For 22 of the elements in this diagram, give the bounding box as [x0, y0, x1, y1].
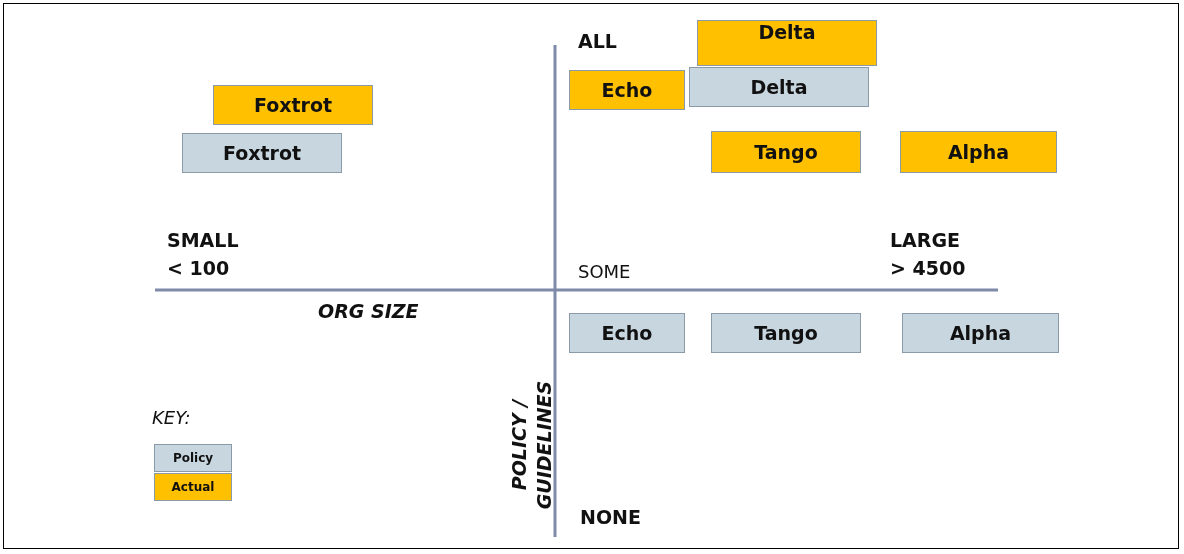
key-title: KEY:: [152, 407, 191, 428]
axis-end-label: ALL: [578, 30, 617, 52]
axis-end-label: SMALL: [167, 229, 239, 251]
policy-box: Echo: [569, 313, 685, 353]
policy-box: Delta: [689, 67, 869, 107]
axis-title: POLICY / GUIDELINES: [507, 379, 556, 512]
actual-box: Foxtrot: [213, 85, 373, 125]
axis-mid-label: SOME: [578, 261, 631, 282]
legend-swatch: Policy: [154, 444, 232, 472]
actual-box: Echo: [569, 70, 685, 110]
actual-box: Alpha: [900, 131, 1057, 173]
actual-box: Delta: [697, 20, 877, 66]
policy-box: Tango: [711, 313, 861, 353]
axis-title: ORG SIZE: [318, 300, 419, 322]
axis-end-label: NONE: [580, 506, 641, 528]
axis-end-label: > 4500: [890, 257, 966, 279]
axis-end-label: < 100: [167, 257, 230, 279]
policy-box: Foxtrot: [182, 133, 342, 173]
actual-box: Tango: [711, 131, 861, 173]
legend-swatch: Actual: [154, 473, 232, 501]
policy-box: Alpha: [902, 313, 1059, 353]
axis-end-label: LARGE: [890, 229, 961, 251]
